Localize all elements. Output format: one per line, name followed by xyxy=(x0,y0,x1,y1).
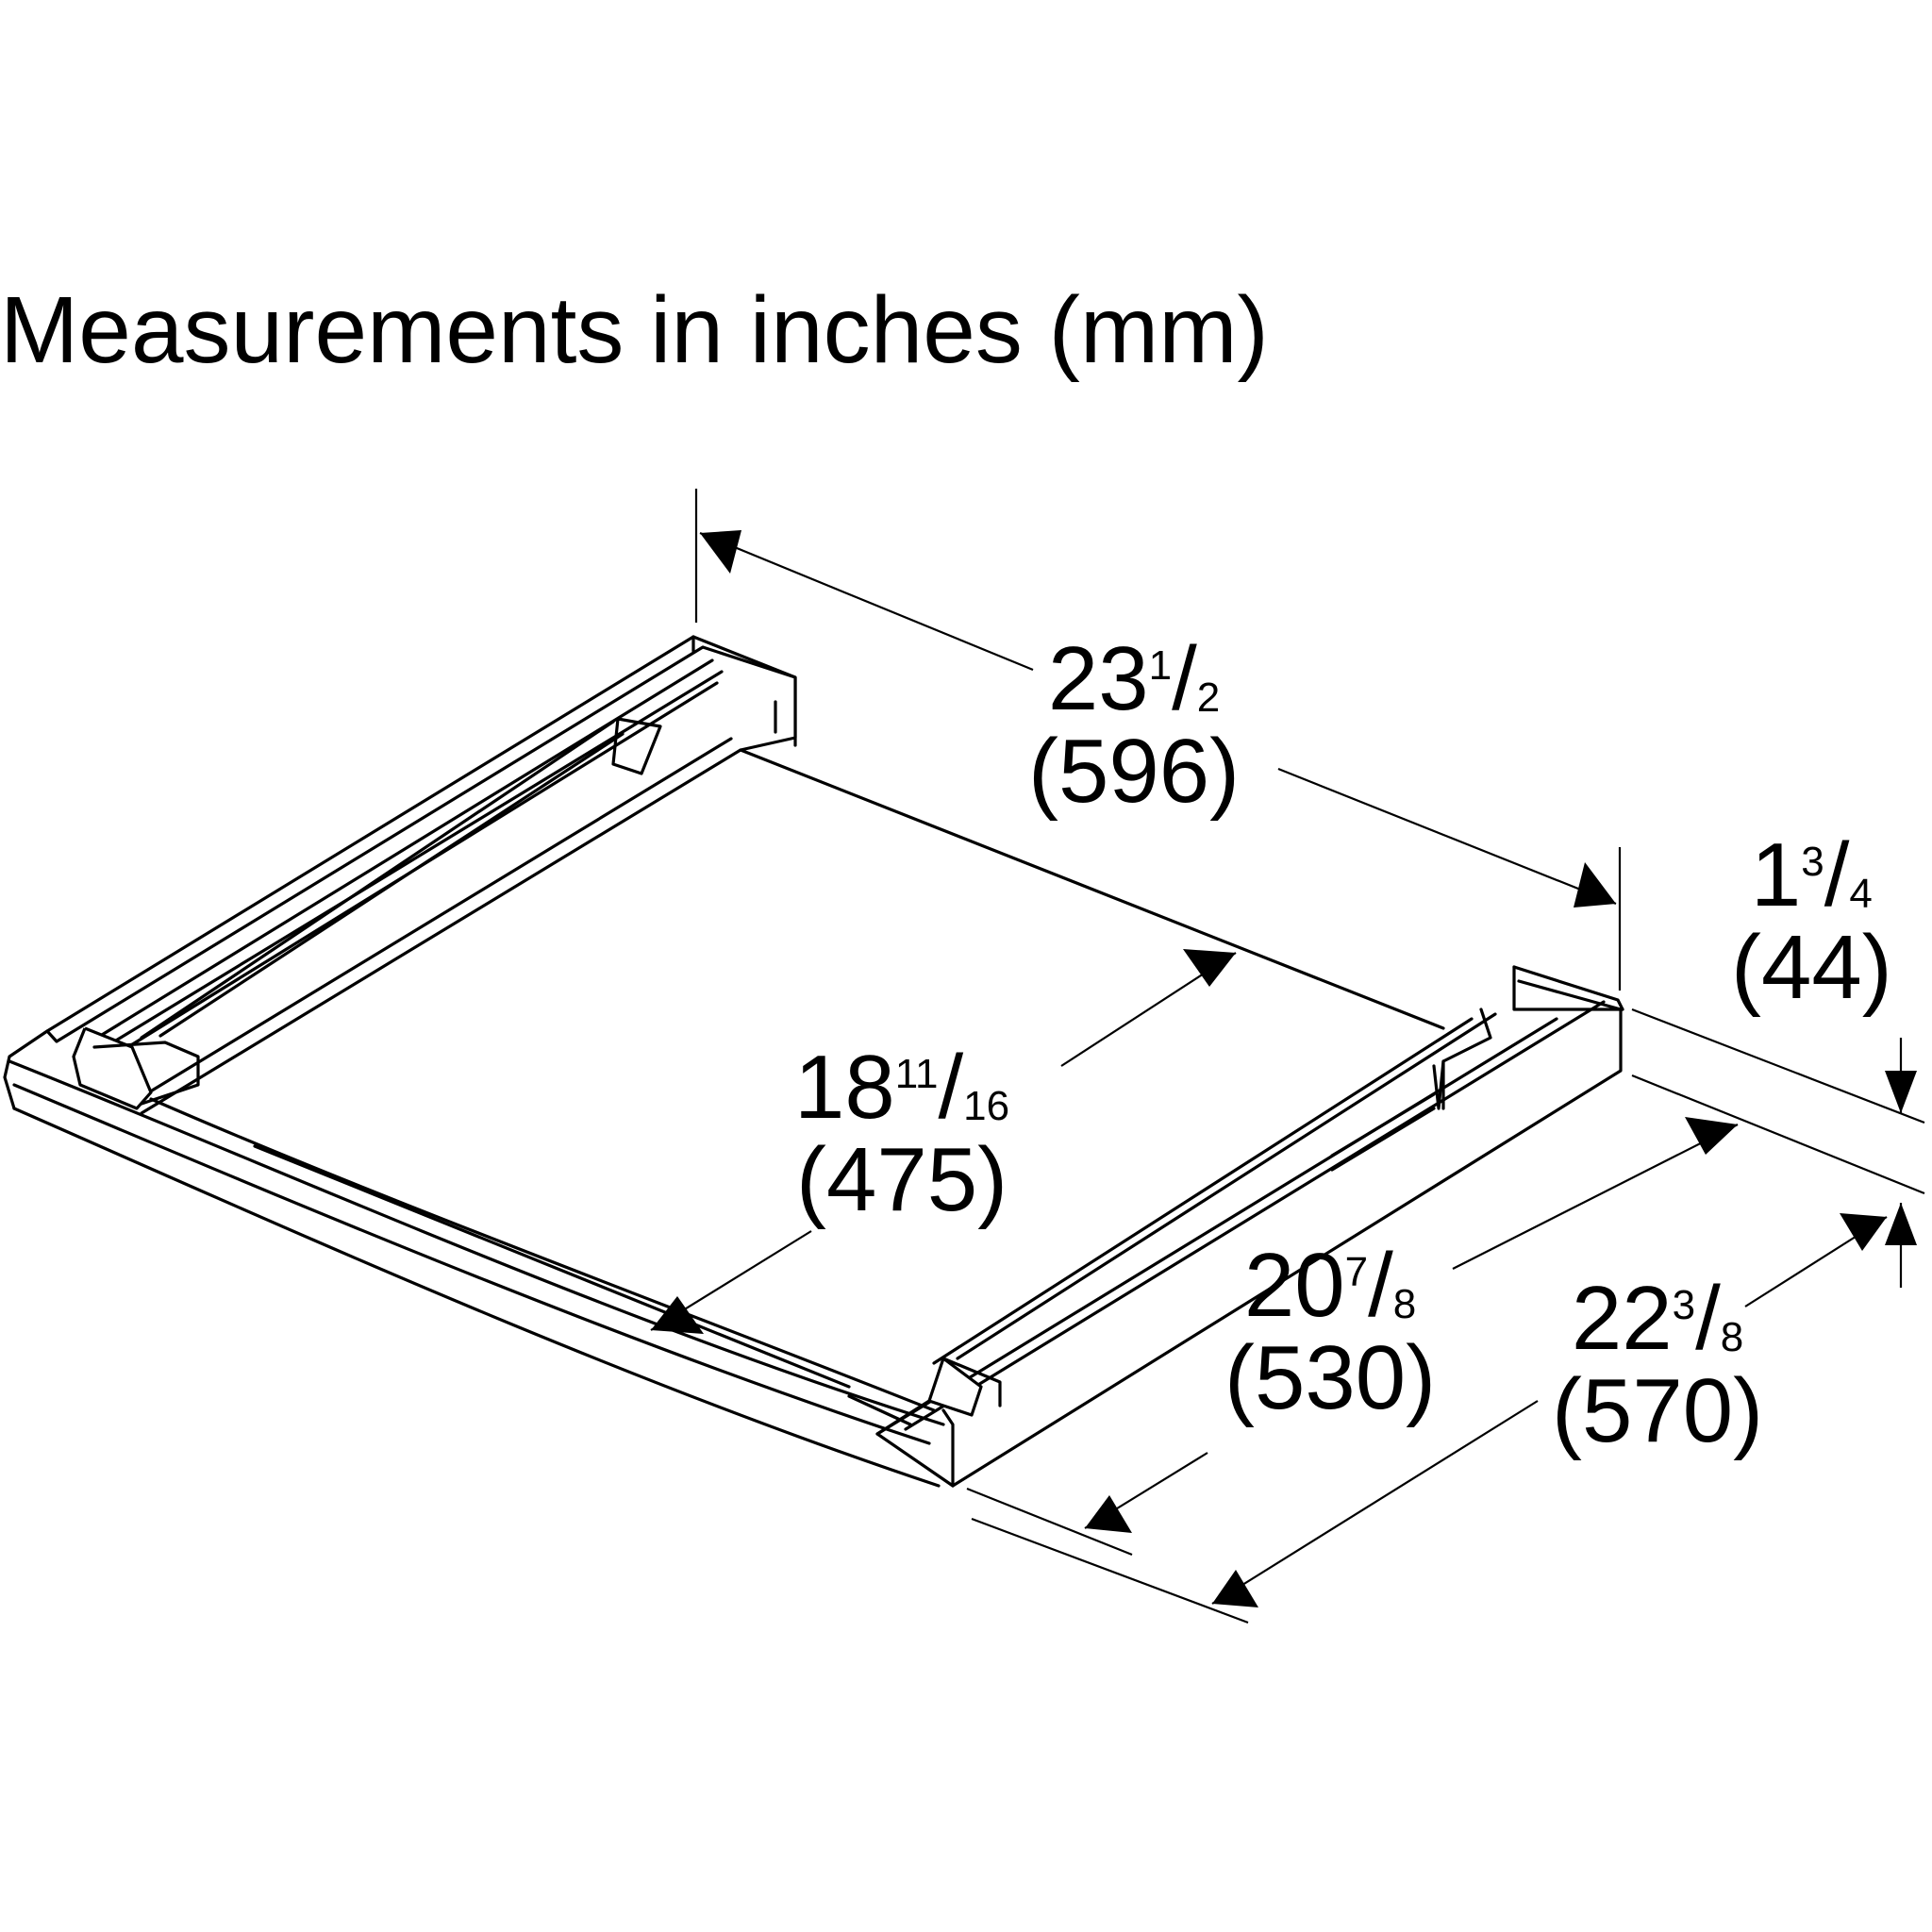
arrowhead-icon xyxy=(1885,1203,1917,1245)
page-title: Measurements in inches (mm) xyxy=(0,277,1269,383)
arrowhead-icon xyxy=(1085,1495,1132,1533)
dimension-width-label: 231/2 (596) xyxy=(1028,628,1241,822)
dimension-inner-depth-lines xyxy=(650,949,1237,1334)
arrowhead-icon xyxy=(1840,1213,1887,1251)
arrowhead-icon xyxy=(700,530,741,574)
dimension-height-lines xyxy=(1631,1008,1925,1288)
frame-outline xyxy=(3,635,1624,1488)
dimension-overall-depth-lines xyxy=(971,1213,1888,1624)
dimension-inner-depth-label: 1811/16 (475) xyxy=(794,1037,1010,1230)
dimension-depth-lines xyxy=(966,1117,1739,1557)
arrowhead-icon xyxy=(651,1296,704,1334)
dimension-depth-label: 207/8 (530) xyxy=(1224,1235,1437,1428)
arrowhead-icon xyxy=(1685,1117,1738,1155)
arrowhead-icon xyxy=(1212,1570,1258,1607)
arrowhead-icon xyxy=(1183,949,1236,987)
dimension-overall-depth-label: 223/8 (570) xyxy=(1552,1268,1764,1461)
arrowhead-icon xyxy=(1885,1071,1917,1113)
arrowhead-icon xyxy=(1574,862,1616,908)
dimension-height-label: 13/4 (44) xyxy=(1731,824,1892,1018)
dimension-width-lines xyxy=(694,489,1622,991)
